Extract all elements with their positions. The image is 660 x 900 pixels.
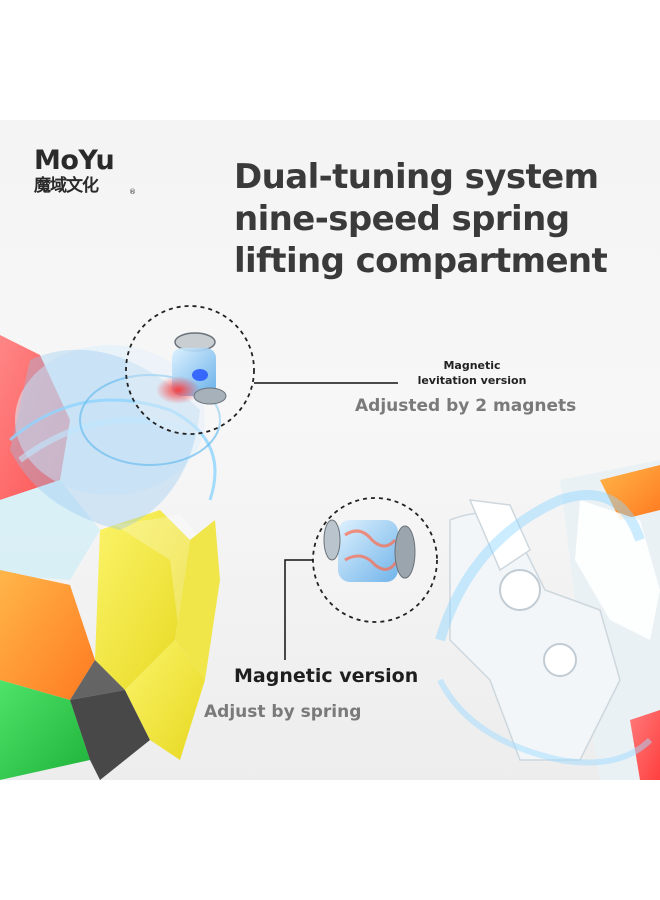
magnetic-leader-line — [284, 559, 313, 660]
headline-line-2: nine-speed spring — [234, 199, 570, 239]
levitation-callout-title: Magnetic levitation version — [410, 358, 534, 388]
headline-line-1: Dual-tuning system — [234, 157, 599, 197]
magnetic-description: Adjust by spring — [204, 702, 362, 722]
megaminx-cube — [0, 335, 221, 780]
brand-subtitle: 魔域文化 — [34, 176, 99, 196]
cube-illustration — [0, 305, 660, 780]
headline-line-3: lifting compartment — [234, 241, 608, 281]
spring-magnet-core-icon — [125, 305, 255, 435]
magnetic-callout-title: Magnetic version — [234, 665, 419, 687]
levitation-title-line-2: levitation version — [417, 374, 527, 387]
registered-mark: ® — [129, 188, 136, 196]
brand-logo: MoYu 魔域文化 ® — [34, 145, 136, 197]
levitation-description: Adjusted by 2 magnets — [355, 396, 577, 416]
levitation-title-line-1: Magnetic — [443, 359, 501, 372]
brand-name: MoYu — [34, 145, 115, 176]
spring-core-icon — [312, 497, 438, 623]
headline: Dual-tuning system nine-speed spring lif… — [234, 156, 654, 282]
product-image-panel: MoYu 魔域文化 ® Dual-tuning system nine-spee… — [0, 120, 660, 780]
right-cube — [435, 460, 660, 780]
